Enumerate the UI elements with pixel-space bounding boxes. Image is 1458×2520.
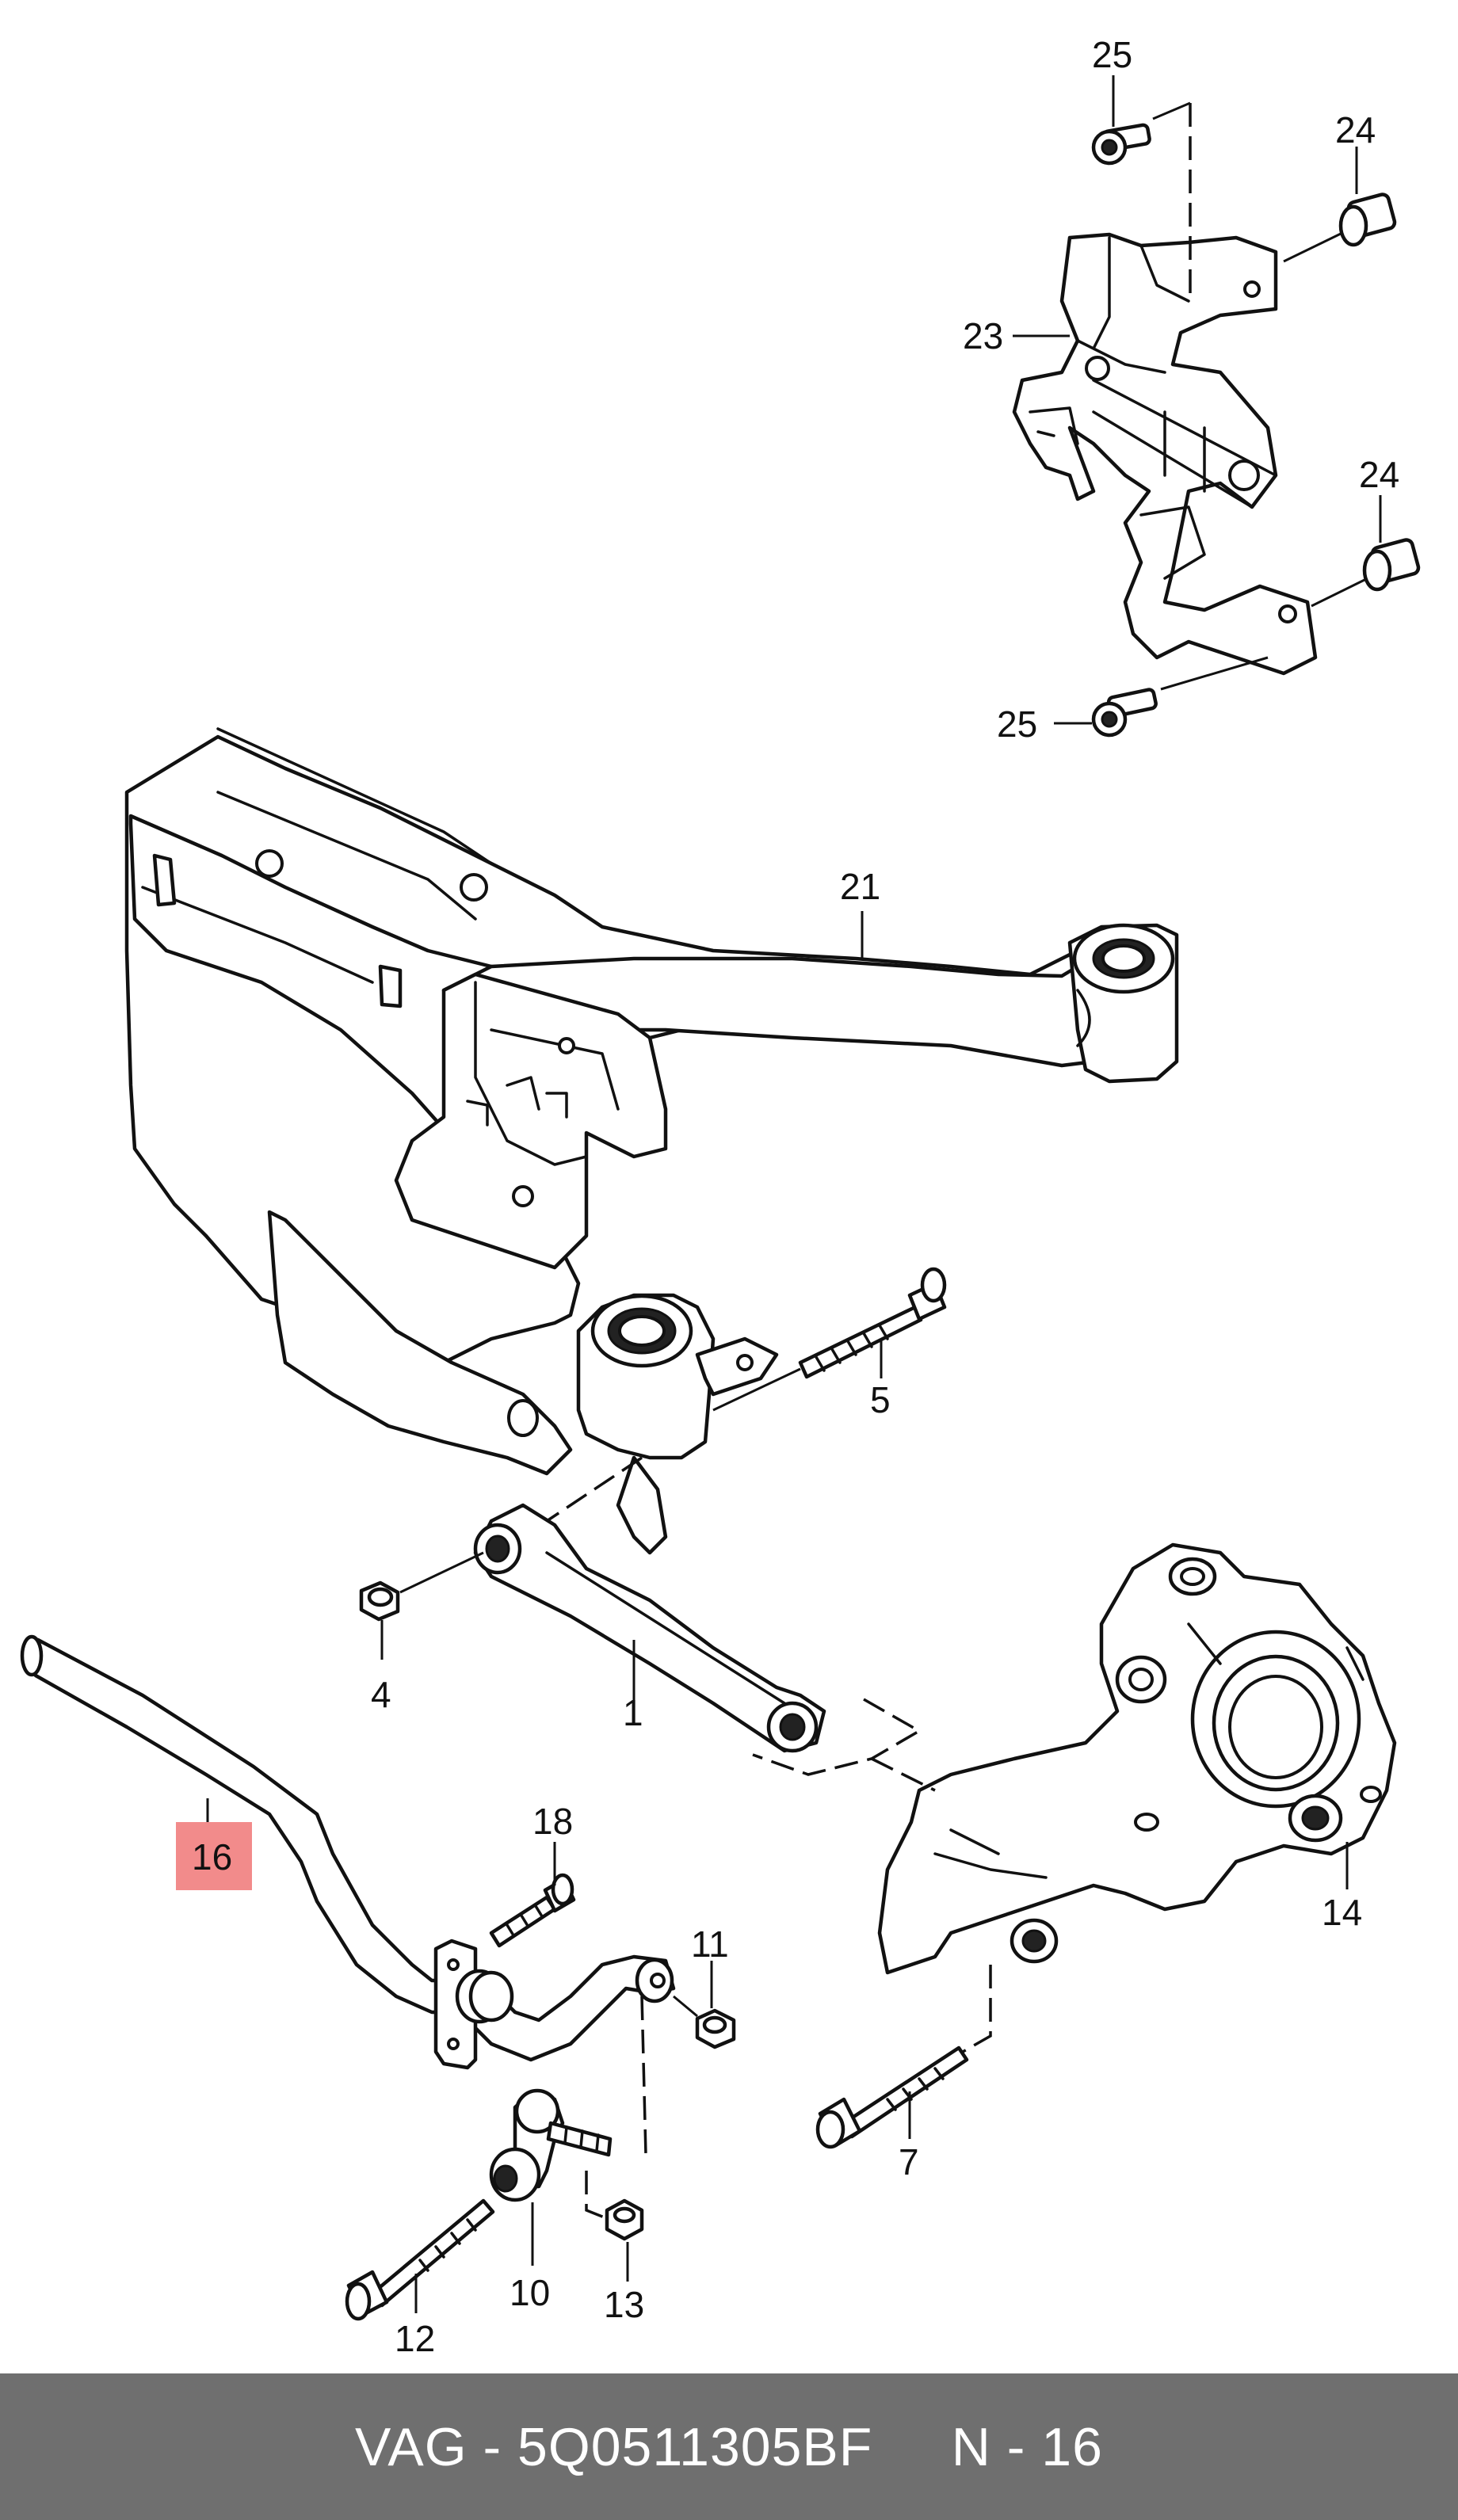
- subframe-21: [124, 727, 1179, 1555]
- part-number-footer: VAG - 5Q0511305BF N - 16: [0, 2373, 1458, 2520]
- label-24-bottom: 24: [1359, 454, 1399, 495]
- bushing-24-top: [1338, 193, 1397, 247]
- bracket-23: [1012, 232, 1318, 676]
- nut-11: [695, 2008, 736, 2049]
- bolt-5: [798, 1267, 947, 1379]
- label-25-top: 25: [1092, 34, 1132, 75]
- label-16: 16: [192, 1836, 232, 1878]
- bolt-7: [815, 2045, 969, 2149]
- bushing-24-bottom: [1362, 538, 1421, 592]
- label-16-highlight: [176, 1822, 252, 1890]
- bolt-12: [345, 2198, 495, 2321]
- part-number-text: VAG - 5Q0511305BF N - 16: [355, 2416, 1103, 2477]
- label-10: 10: [510, 2272, 550, 2313]
- label-25-bottom: 25: [997, 703, 1037, 745]
- label-11: 11: [691, 1923, 729, 1965]
- label-24-top: 24: [1335, 109, 1376, 151]
- label-21: 21: [840, 866, 880, 907]
- label-4: 4: [371, 1674, 391, 1715]
- exploded-parts-diagram: 23 25 25 24 24: [20, 34, 1421, 2359]
- stabilizer-bar-16: [20, 1634, 676, 2070]
- label-1: 1: [623, 1692, 643, 1733]
- nut-4: [359, 1580, 400, 1622]
- label-7: 7: [899, 2141, 919, 2183]
- label-14: 14: [1322, 1892, 1362, 1933]
- label-12: 12: [395, 2318, 435, 2359]
- control-arm-1: [473, 1503, 826, 1753]
- bolt-25-bottom: [1091, 688, 1158, 738]
- wheel-carrier-14: [877, 1542, 1397, 1975]
- nut-13: [605, 2198, 644, 2241]
- coupling-rod-10: [489, 2088, 613, 2202]
- label-5: 5: [870, 1379, 891, 1420]
- label-23: 23: [963, 315, 1003, 356]
- label-18: 18: [532, 1801, 573, 1842]
- bolt-18: [489, 1873, 576, 1948]
- label-13: 13: [604, 2284, 644, 2325]
- bolt-25-top: [1091, 123, 1151, 166]
